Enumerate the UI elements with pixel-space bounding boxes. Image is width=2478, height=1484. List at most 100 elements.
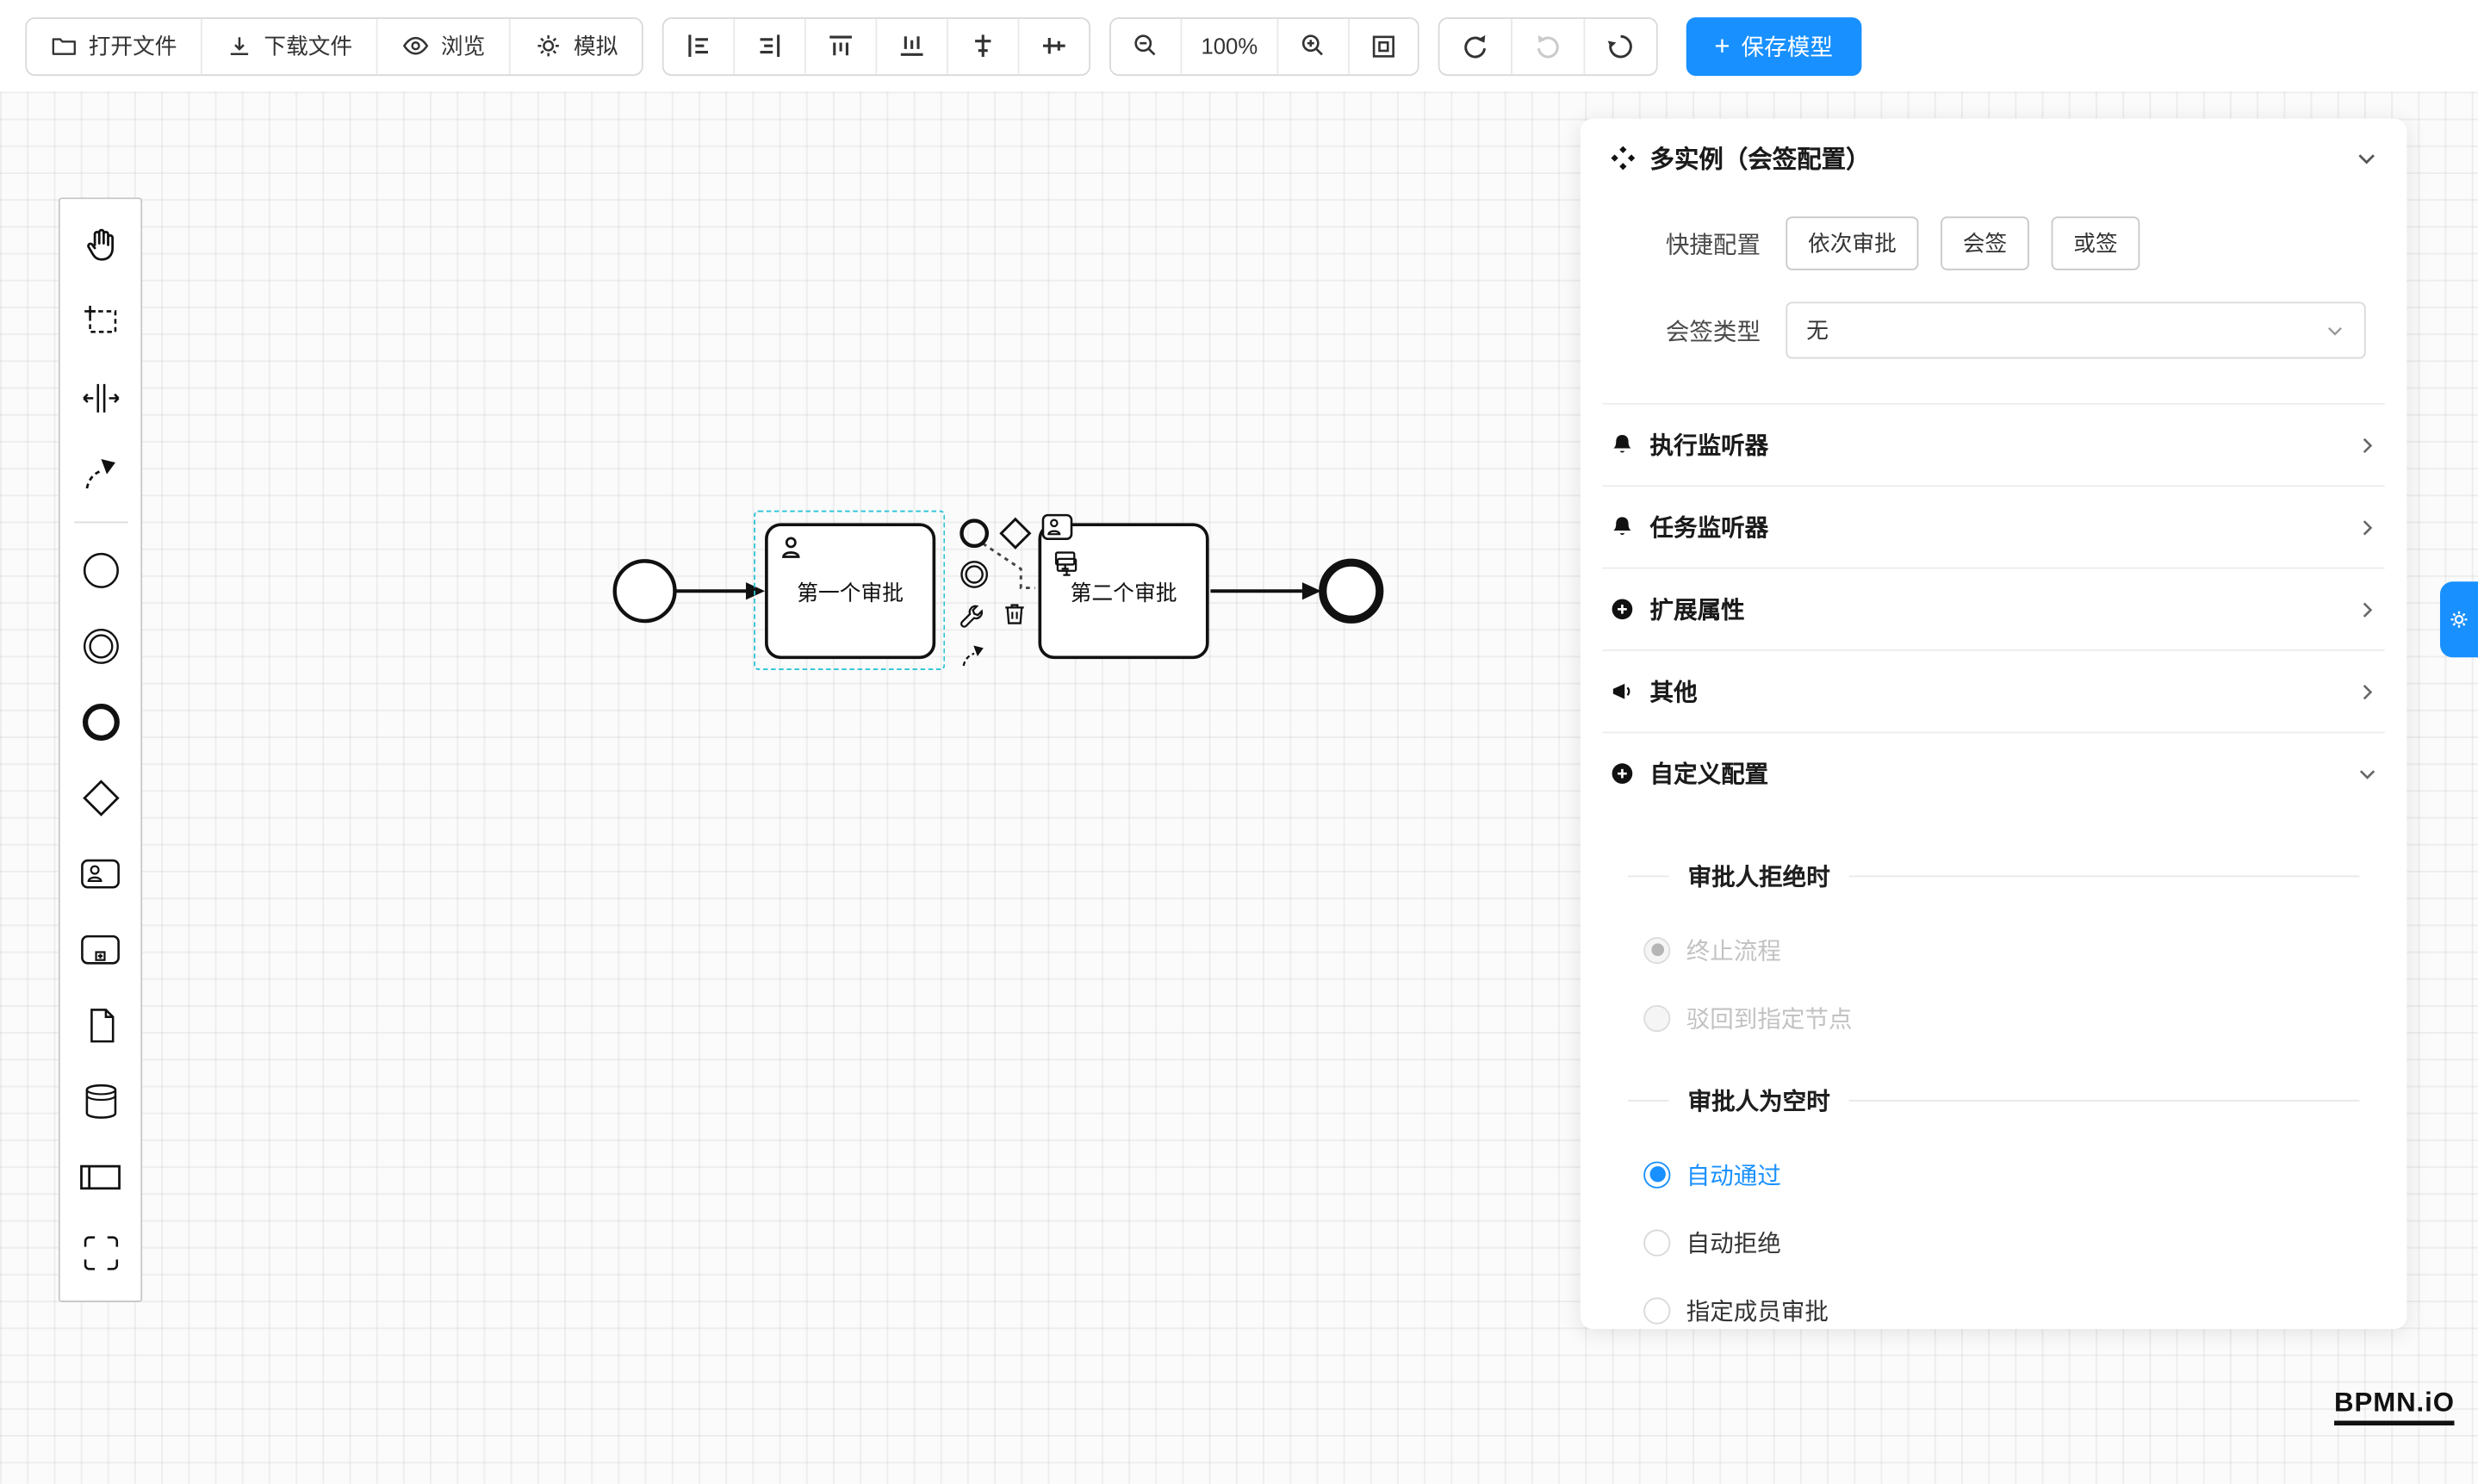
download-icon bbox=[226, 33, 252, 59]
zoom-in-button[interactable] bbox=[1276, 18, 1348, 74]
radio-label: 驳回到指定节点 bbox=[1686, 1005, 1853, 1034]
wrench-icon[interactable] bbox=[958, 602, 984, 629]
create-participant[interactable] bbox=[62, 1139, 138, 1215]
start-event[interactable] bbox=[612, 559, 677, 624]
create-start-event[interactable] bbox=[62, 532, 138, 608]
bpmn-io-logo[interactable]: BPMN.iO bbox=[2334, 1388, 2455, 1426]
section-other[interactable]: 其他 bbox=[1602, 649, 2385, 731]
align-center-horizontal-icon bbox=[969, 32, 997, 60]
open-file-button[interactable]: 打开文件 bbox=[27, 18, 202, 74]
radio-auto-reject[interactable]: 自动拒绝 bbox=[1643, 1221, 2359, 1263]
quick-option-countersign[interactable]: 会签 bbox=[1941, 216, 2029, 270]
sequence-flow-2[interactable] bbox=[1210, 582, 1321, 600]
radio-icon bbox=[1643, 1160, 1671, 1188]
simulate-label: 模拟 bbox=[574, 33, 618, 59]
append-user-task-icon[interactable] bbox=[1041, 513, 1073, 540]
simulate-button[interactable]: 模拟 bbox=[508, 18, 642, 74]
zoom-tools-group: 100% bbox=[1109, 16, 1419, 76]
download-file-button[interactable]: 下载文件 bbox=[201, 18, 376, 74]
task-first-approval[interactable]: 第一个审批 bbox=[765, 523, 936, 660]
create-data-store[interactable] bbox=[62, 1064, 138, 1139]
align-right-icon bbox=[755, 32, 784, 60]
align-bottom-button[interactable] bbox=[875, 18, 947, 74]
undo-button[interactable] bbox=[1439, 18, 1511, 74]
end-event[interactable] bbox=[1319, 558, 1384, 624]
sequence-flow-1[interactable] bbox=[674, 582, 766, 600]
chevron-right-icon bbox=[2357, 516, 2379, 538]
sign-type-select[interactable]: 无 bbox=[1786, 301, 2366, 359]
diagram-canvas[interactable]: 第一个审批 第二个审批 bbox=[0, 91, 2478, 1484]
hand-tool[interactable] bbox=[62, 208, 138, 284]
sign-type-row: 会签类型 无 bbox=[1603, 301, 2385, 359]
quick-option-orsign[interactable]: 或签 bbox=[2051, 216, 2140, 270]
align-center-horizontal-button[interactable] bbox=[947, 18, 1018, 74]
quick-option-sequential[interactable]: 依次审批 bbox=[1786, 216, 1919, 270]
redo-button[interactable] bbox=[1510, 18, 1584, 74]
settings-tab[interactable] bbox=[2439, 581, 2478, 658]
palette-separator bbox=[73, 521, 127, 524]
lasso-tool[interactable] bbox=[62, 284, 138, 360]
align-left-button[interactable] bbox=[663, 18, 734, 74]
append-receive-task-icon[interactable] bbox=[1053, 549, 1078, 574]
create-group[interactable] bbox=[62, 1215, 138, 1291]
align-top-button[interactable] bbox=[804, 18, 876, 74]
chevron-down-icon bbox=[2325, 320, 2345, 341]
task-second-approval[interactable]: 第二个审批 bbox=[1038, 523, 1209, 660]
quick-config-options: 依次审批 会签 或签 bbox=[1786, 216, 2140, 270]
empty-group-title: 审批人为空时 bbox=[1627, 1073, 2360, 1127]
create-subprocess[interactable] bbox=[62, 912, 138, 988]
fit-viewport-button[interactable] bbox=[1347, 18, 1418, 74]
space-tool[interactable] bbox=[62, 360, 138, 436]
chevron-right-icon bbox=[2357, 598, 2379, 620]
radio-assign-member[interactable]: 指定成员审批 bbox=[1643, 1289, 2359, 1329]
section-label: 扩展属性 bbox=[1649, 597, 1745, 624]
undo-icon bbox=[1460, 31, 1490, 61]
create-end-event[interactable] bbox=[62, 684, 138, 760]
radio-label: 终止流程 bbox=[1686, 937, 1781, 966]
zoom-in-icon bbox=[1299, 32, 1327, 60]
save-model-button[interactable]: + 保存模型 bbox=[1686, 16, 1861, 76]
section-custom-config[interactable]: 自定义配置 bbox=[1602, 731, 2385, 814]
plus-circle-icon bbox=[1609, 596, 1636, 623]
gear-icon bbox=[534, 32, 562, 60]
restart-button[interactable] bbox=[1583, 18, 1656, 74]
restart-icon bbox=[1605, 31, 1636, 61]
zoom-out-button[interactable] bbox=[1110, 18, 1181, 74]
create-data-object[interactable] bbox=[62, 988, 138, 1064]
zoom-out-icon bbox=[1132, 32, 1160, 60]
connection-preview bbox=[982, 542, 1035, 590]
align-center-vertical-button[interactable] bbox=[1017, 18, 1090, 74]
global-connect-tool[interactable] bbox=[62, 436, 138, 512]
append-gateway-icon[interactable] bbox=[999, 517, 1033, 550]
create-intermediate-event[interactable] bbox=[62, 608, 138, 684]
append-end-event-icon[interactable] bbox=[958, 517, 991, 550]
radio-label: 自动拒绝 bbox=[1686, 1230, 1781, 1257]
section-task-listener[interactable]: 任务监听器 bbox=[1602, 485, 2385, 567]
radio-terminate-process[interactable]: 终止流程 bbox=[1643, 929, 2359, 971]
preview-button[interactable]: 浏览 bbox=[376, 18, 509, 74]
radio-auto-pass[interactable]: 自动通过 bbox=[1643, 1153, 2359, 1195]
append-intermediate-event-icon[interactable] bbox=[958, 558, 991, 592]
panel-header[interactable]: 多实例（会签配置） bbox=[1603, 119, 2385, 198]
toolbar: 打开文件 下载文件 浏览 模拟 100% bbox=[0, 0, 2478, 92]
align-bottom-icon bbox=[897, 32, 926, 60]
trash-icon[interactable] bbox=[1000, 599, 1028, 629]
section-execution-listener[interactable]: 执行监听器 bbox=[1602, 402, 2385, 485]
folder-open-icon bbox=[51, 33, 78, 59]
redo-icon bbox=[1532, 31, 1562, 61]
sign-type-label: 会签类型 bbox=[1665, 318, 1761, 345]
sign-type-value: 无 bbox=[1806, 317, 1829, 344]
align-center-vertical-icon bbox=[1040, 32, 1068, 60]
connect-arrow-icon[interactable] bbox=[960, 642, 988, 670]
radio-label: 指定成员审批 bbox=[1686, 1298, 1829, 1326]
download-file-label: 下载文件 bbox=[264, 33, 353, 59]
chevron-down-icon bbox=[2357, 762, 2379, 785]
create-user-task[interactable] bbox=[62, 836, 138, 912]
section-extended-properties[interactable]: 扩展属性 bbox=[1602, 567, 2385, 649]
fit-viewport-icon bbox=[1369, 33, 1396, 59]
create-gateway[interactable] bbox=[62, 761, 138, 836]
align-right-button[interactable] bbox=[733, 18, 804, 74]
radio-reject-to-node[interactable]: 驳回到指定节点 bbox=[1643, 997, 2359, 1039]
radio-icon bbox=[1643, 936, 1671, 964]
